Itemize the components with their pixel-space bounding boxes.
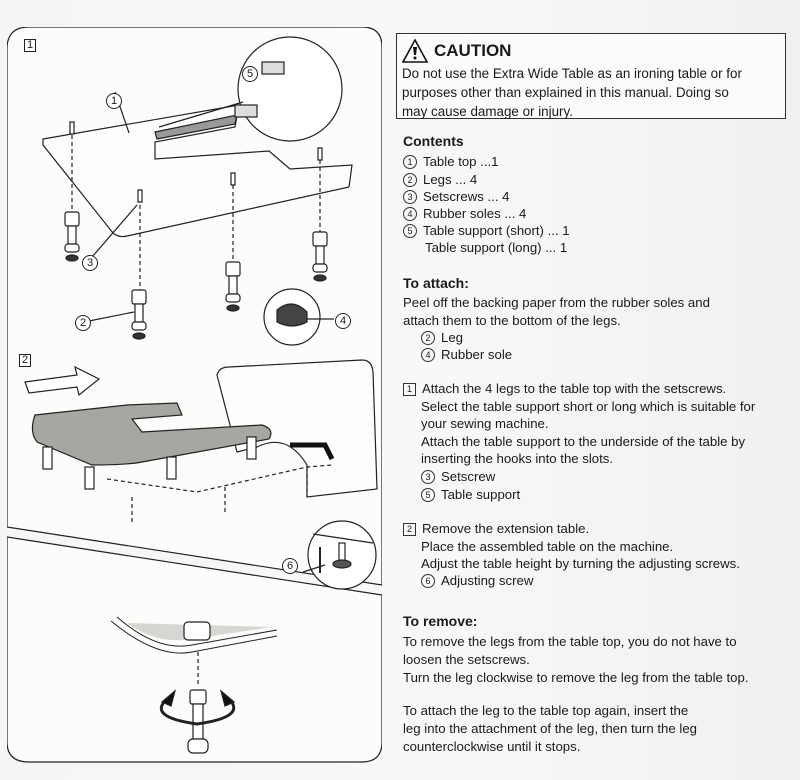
remove-line: counterclockwise until it stops. — [403, 739, 581, 754]
ref-label: Setscrew — [441, 469, 496, 484]
step-line: Adjust the table height by turning the a… — [421, 556, 740, 571]
contents-item-label: Table support (short) ... 1 — [423, 223, 570, 238]
panel-frame-bottom — [7, 536, 382, 763]
contents-item: 2 Legs ... 4 — [403, 172, 477, 187]
callout-number: 3 — [421, 470, 435, 484]
callout-number: 5 — [403, 224, 417, 238]
callout-number: 6 — [421, 574, 435, 588]
caution-title: CAUTION — [434, 41, 512, 60]
caution-text: Do not use the Extra Wide Table as an ir… — [402, 64, 785, 121]
contents-item: 3 Setscrews ... 4 — [403, 189, 509, 204]
contents-item-label: Legs ... 4 — [423, 172, 478, 187]
ref-label: Table support — [441, 487, 521, 502]
step-text: Remove the extension table. — [422, 521, 590, 536]
step-line: 1 Attach the 4 legs to the table top with… — [403, 381, 726, 396]
ref-item: 5 Table support — [421, 487, 520, 502]
callout-number: 4 — [403, 207, 417, 221]
remove-line: To remove the legs from the table top, y… — [403, 634, 737, 649]
callout-number: 3 — [403, 190, 417, 204]
callout-4: 4 — [335, 313, 351, 329]
step-line: 2 Remove the extension table. — [403, 521, 589, 536]
contents-item-label: Setscrews ... 4 — [423, 189, 510, 204]
step-label-1: 1 — [24, 39, 37, 52]
remove-line: leg into the attachment of the leg, then… — [403, 721, 697, 736]
caution-heading: CAUTION — [402, 38, 785, 64]
arrow-push — [24, 365, 101, 397]
callout-number: 1 — [403, 155, 417, 169]
rotate-arrow — [159, 697, 236, 726]
caution-line: Do not use the Extra Wide Table as an ir… — [402, 66, 742, 81]
caution-box: CAUTION Do not use the Extra Wide Table … — [396, 33, 786, 119]
callout-1: 1 — [106, 93, 122, 109]
ref-item: 3 Setscrew — [421, 469, 495, 484]
ref-label: Leg — [441, 330, 464, 345]
assembly-illustration — [7, 27, 382, 763]
contents-item-label: Table support (long) ... 1 — [425, 240, 568, 255]
leg-rotation-drawing — [187, 689, 209, 754]
remove-line: To attach the leg to the table top again… — [403, 703, 689, 718]
step-number: 1 — [403, 383, 416, 396]
sewing-machine-drawing — [216, 359, 378, 498]
ref-item: 4 Rubber sole — [421, 347, 512, 362]
attach-heading: To attach: — [403, 275, 469, 291]
extension-table-drawing — [31, 402, 272, 466]
callout-5: 5 — [242, 66, 258, 82]
step-text: Attach the 4 legs to the table top with … — [422, 381, 727, 396]
ref-label: Adjusting screw — [441, 573, 534, 588]
attach-intro-line: Peel off the backing paper from the rubb… — [403, 295, 710, 310]
caution-line: may cause damage or injury. — [402, 104, 573, 119]
illustration-panel: 1 2 1 2 3 4 5 6 — [7, 27, 382, 765]
contents-heading: Contents — [403, 133, 464, 149]
ref-item: 6 Adjusting screw — [421, 573, 533, 588]
contents-item: Table support (long) ... 1 — [425, 240, 567, 255]
step-line: Select the table support short or long w… — [421, 399, 756, 414]
callout-number: 4 — [421, 348, 435, 362]
callout-3: 3 — [82, 255, 98, 271]
step-line: Place the assembled table on the machine… — [421, 539, 674, 554]
warning-triangle-icon — [402, 39, 428, 63]
step-line: Attach the table support to the undersid… — [421, 434, 746, 449]
callout-6: 6 — [282, 558, 298, 574]
contents-item: 4 Rubber soles ... 4 — [403, 206, 526, 221]
contents-item: 5 Table support (short) ... 1 — [403, 223, 570, 238]
ref-item: 2 Leg — [421, 330, 463, 345]
remove-heading: To remove: — [403, 613, 478, 629]
callout-number: 5 — [421, 488, 435, 502]
remove-line: Turn the leg clockwise to remove the leg… — [403, 670, 749, 685]
contents-item-label: Table top ...1 — [423, 154, 499, 169]
attach-intro-line: attach them to the bottom of the legs. — [403, 313, 621, 328]
caution-line: purposes other than explained in this ma… — [402, 85, 729, 100]
step-label-2: 2 — [19, 354, 32, 367]
legs-drawing — [64, 211, 328, 340]
ref-label: Rubber sole — [441, 347, 513, 362]
callout-number: 2 — [421, 331, 435, 345]
contents-item: 1 Table top ...1 — [403, 154, 499, 169]
step-line: your sewing machine. — [421, 416, 549, 431]
step-line: inserting the hooks into the slots. — [421, 451, 614, 466]
contents-item-label: Rubber soles ... 4 — [423, 206, 527, 221]
step-number: 2 — [403, 523, 416, 536]
table-top-drawing — [42, 104, 353, 238]
callout-2: 2 — [75, 315, 91, 331]
remove-line: loosen the setscrews. — [403, 652, 530, 667]
callout-number: 2 — [403, 173, 417, 187]
